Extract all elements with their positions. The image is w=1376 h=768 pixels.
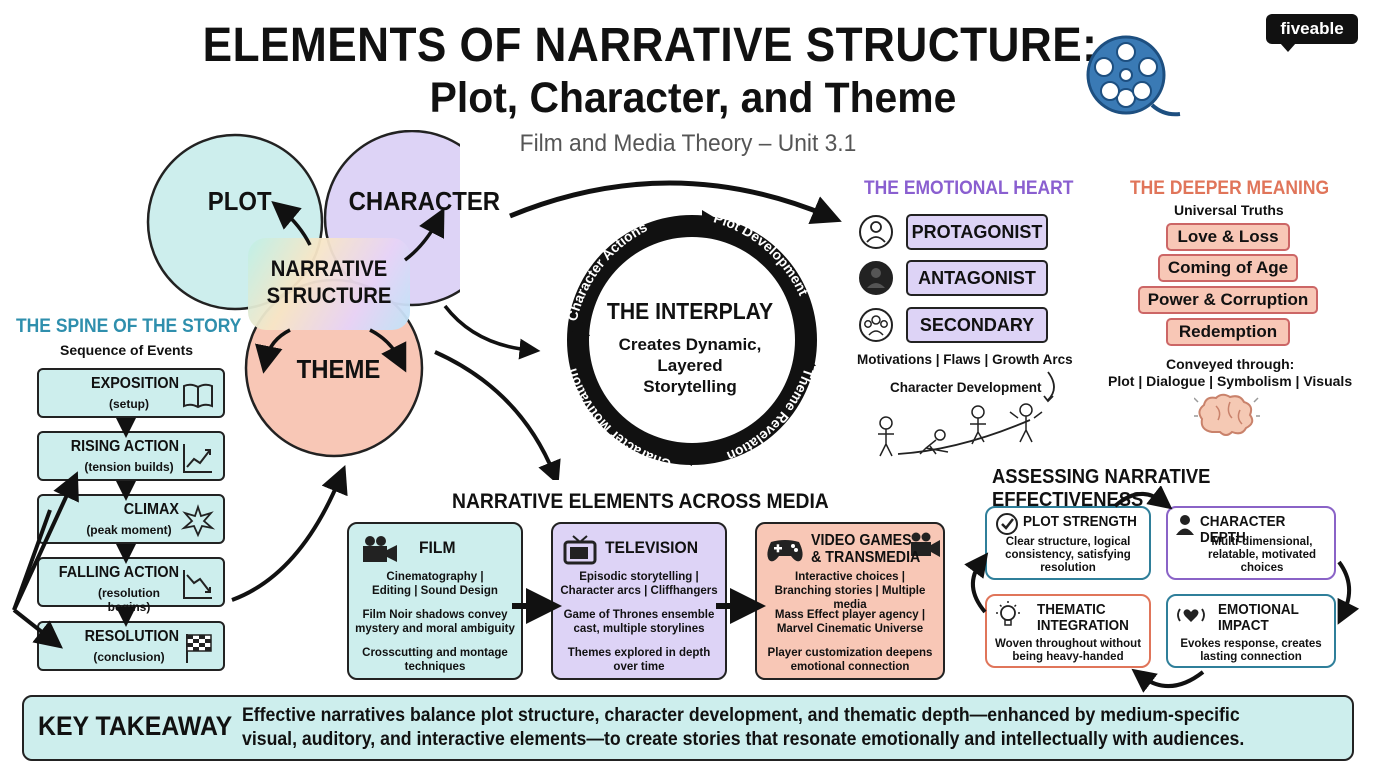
narrative-structure-badge [248,238,410,330]
key-takeaway-text: Effective narratives balance plot struct… [242,705,1245,750]
lightbulb-icon [996,601,1020,626]
character-traits: Motivations | Flaws | Growth Arcs [857,352,1073,367]
brain-icon [1194,393,1260,436]
checkmark-icon [996,513,1018,535]
assessment-character-depth: CHARACTER DEPTH Multi-dimensional, relat… [1166,506,1336,580]
theme-redemption: Redemption [1166,318,1290,346]
burst-icon [181,504,215,538]
character-development-illustration [878,371,1055,457]
assessment-heading: ASSESSING NARRATIVE EFFECTIVENESS [992,466,1211,511]
page-title: ELEMENTS OF NARRATIVE STRUCTURE: [202,19,1098,72]
rising-chart-icon [183,444,212,473]
group-icon [859,308,893,342]
page-subtitle: Film and Media Theory – Unit 3.1 [519,130,857,157]
heart-waves-icon [1177,608,1205,622]
falling-chart-icon [183,570,212,599]
character-development-label: Character Development [890,380,1042,395]
assessment-plot-strength: PLOT STRENGTH Clear structure, logical c… [985,506,1151,580]
emotional-heart-heading: THE EMOTIONAL HEART [864,178,1074,199]
interplay-description: Creates Dynamic, Layered Storytelling [618,335,762,396]
media-card-television: TELEVISION Episodic storytelling | Chara… [551,522,727,680]
media-heading: NARRATIVE ELEMENTS ACROSS MEDIA [452,490,829,513]
assessment-thematic-integration: THEMATIC INTEGRATION Woven throughout wi… [985,594,1151,668]
key-takeaway-label: KEY TAKEAWAY [38,711,233,741]
spine-arrows [12,418,348,649]
tv-icon [563,535,597,565]
role-antagonist: ANTAGONIST [906,260,1048,296]
media-arrows [512,588,766,624]
interplay-title: THE INTERPLAY [606,298,774,324]
role-protagonist: PROTAGONIST [906,214,1048,250]
venn-label-plot: PLOT [207,186,272,216]
role-secondary: SECONDARY [906,307,1048,343]
venn-label-theme: THEME [296,354,381,384]
spine-heading: THE SPINE OF THE STORY [16,316,242,337]
spine-step-falling-action: FALLING ACTION (resolution begins) [37,557,225,614]
book-icon [183,383,213,409]
protagonist-icon [859,215,893,249]
movie-camera-small-icon [911,532,940,557]
person-icon [1176,515,1194,535]
narrative-structure-label: NARRATIVE STRUCTURE [266,256,392,308]
movie-camera-icon [363,536,397,562]
gamepad-icon [767,540,803,562]
deeper-meaning-subheading: Universal Truths [1174,202,1284,218]
key-takeaway-panel [22,695,1354,761]
spine-step-resolution: RESOLUTION (conclusion) [37,621,225,671]
theme-power-corruption: Power & Corruption [1138,286,1318,314]
assessment-emotional-impact: EMOTIONAL IMPACT Evokes response, create… [1166,594,1336,668]
antagonist-icon [859,261,893,295]
conveyed-label: Conveyed through: [1166,356,1295,372]
assessment-cycle-arrows [964,486,1360,693]
film-reel-icon [1086,35,1181,117]
brand-logo[interactable]: fiveable [1266,14,1358,52]
deeper-meaning-heading: THE DEEPER MEANING [1130,178,1330,199]
checkered-flag-icon [186,634,212,663]
theme-love-loss: Love & Loss [1166,223,1290,251]
media-card-video-games: VIDEO GAMES & TRANSMEDIA Interactive cho… [755,522,945,680]
page-title-subline: Plot, Character, and Theme [429,74,957,122]
theme-coming-of-age: Coming of Age [1158,254,1298,282]
spine-subheading: Sequence of Events [60,342,194,358]
venn-arrows [255,201,445,374]
conveyed-list: Plot | Dialogue | Symbolism | Visuals [1108,373,1353,389]
media-card-film: FILM Cinematography | Editing | Sound De… [347,522,523,680]
spine-step-exposition: EXPOSITION (setup) [37,368,225,418]
interplay-cycle: Character Actions Plot Development Theme… [434,180,842,480]
